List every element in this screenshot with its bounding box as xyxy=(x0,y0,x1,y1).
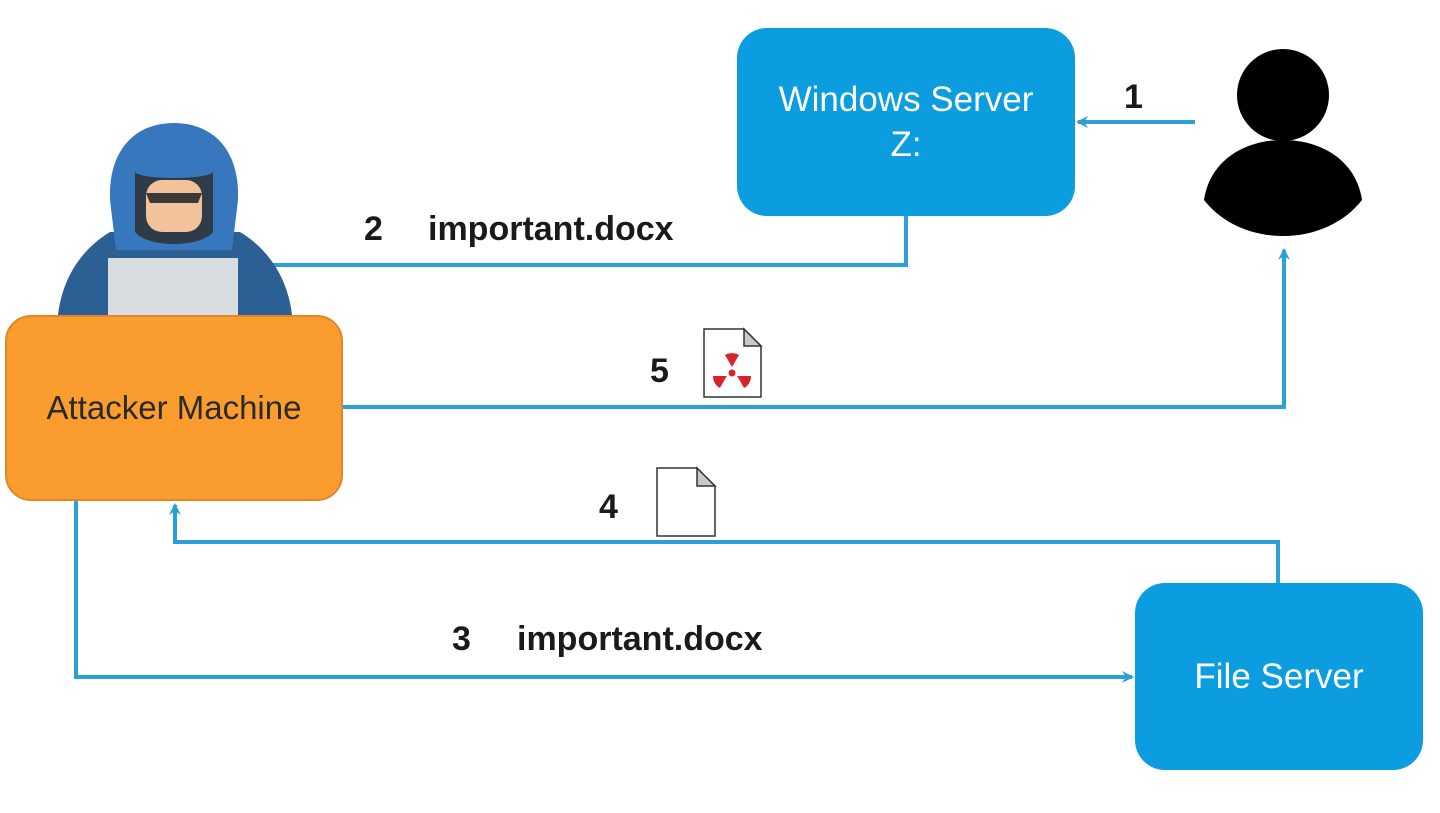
step-number-5: 5 xyxy=(650,352,669,390)
arrow-step-5 xyxy=(343,248,1290,409)
arrow-step-3 xyxy=(74,501,1134,683)
step-number-1: 1 xyxy=(1124,78,1143,116)
hooded-hacker-icon xyxy=(58,123,292,315)
windows-server-node: Windows Server Z: xyxy=(737,28,1075,216)
step-number-4: 4 xyxy=(599,488,618,526)
attacker-machine-label: Attacker Machine xyxy=(46,388,302,426)
attacker-machine-node: Attacker Machine xyxy=(5,315,343,501)
blank-document-icon xyxy=(656,466,717,537)
malicious-document-icon xyxy=(703,327,763,398)
windows-server-drive: Z: xyxy=(890,125,922,164)
step-3-filename: important.docx xyxy=(517,620,763,658)
step-2-filename: important.docx xyxy=(428,210,674,248)
step-number-2: 2 xyxy=(364,210,383,248)
user-silhouette-icon xyxy=(1204,49,1362,236)
windows-server-title: Windows Server xyxy=(778,79,1034,119)
radiation-icon xyxy=(712,353,752,389)
file-server-label: File Server xyxy=(1194,656,1364,696)
arrow-step-4 xyxy=(169,503,1280,583)
file-server-node: File Server xyxy=(1135,583,1423,770)
step-number-3: 3 xyxy=(452,620,471,658)
